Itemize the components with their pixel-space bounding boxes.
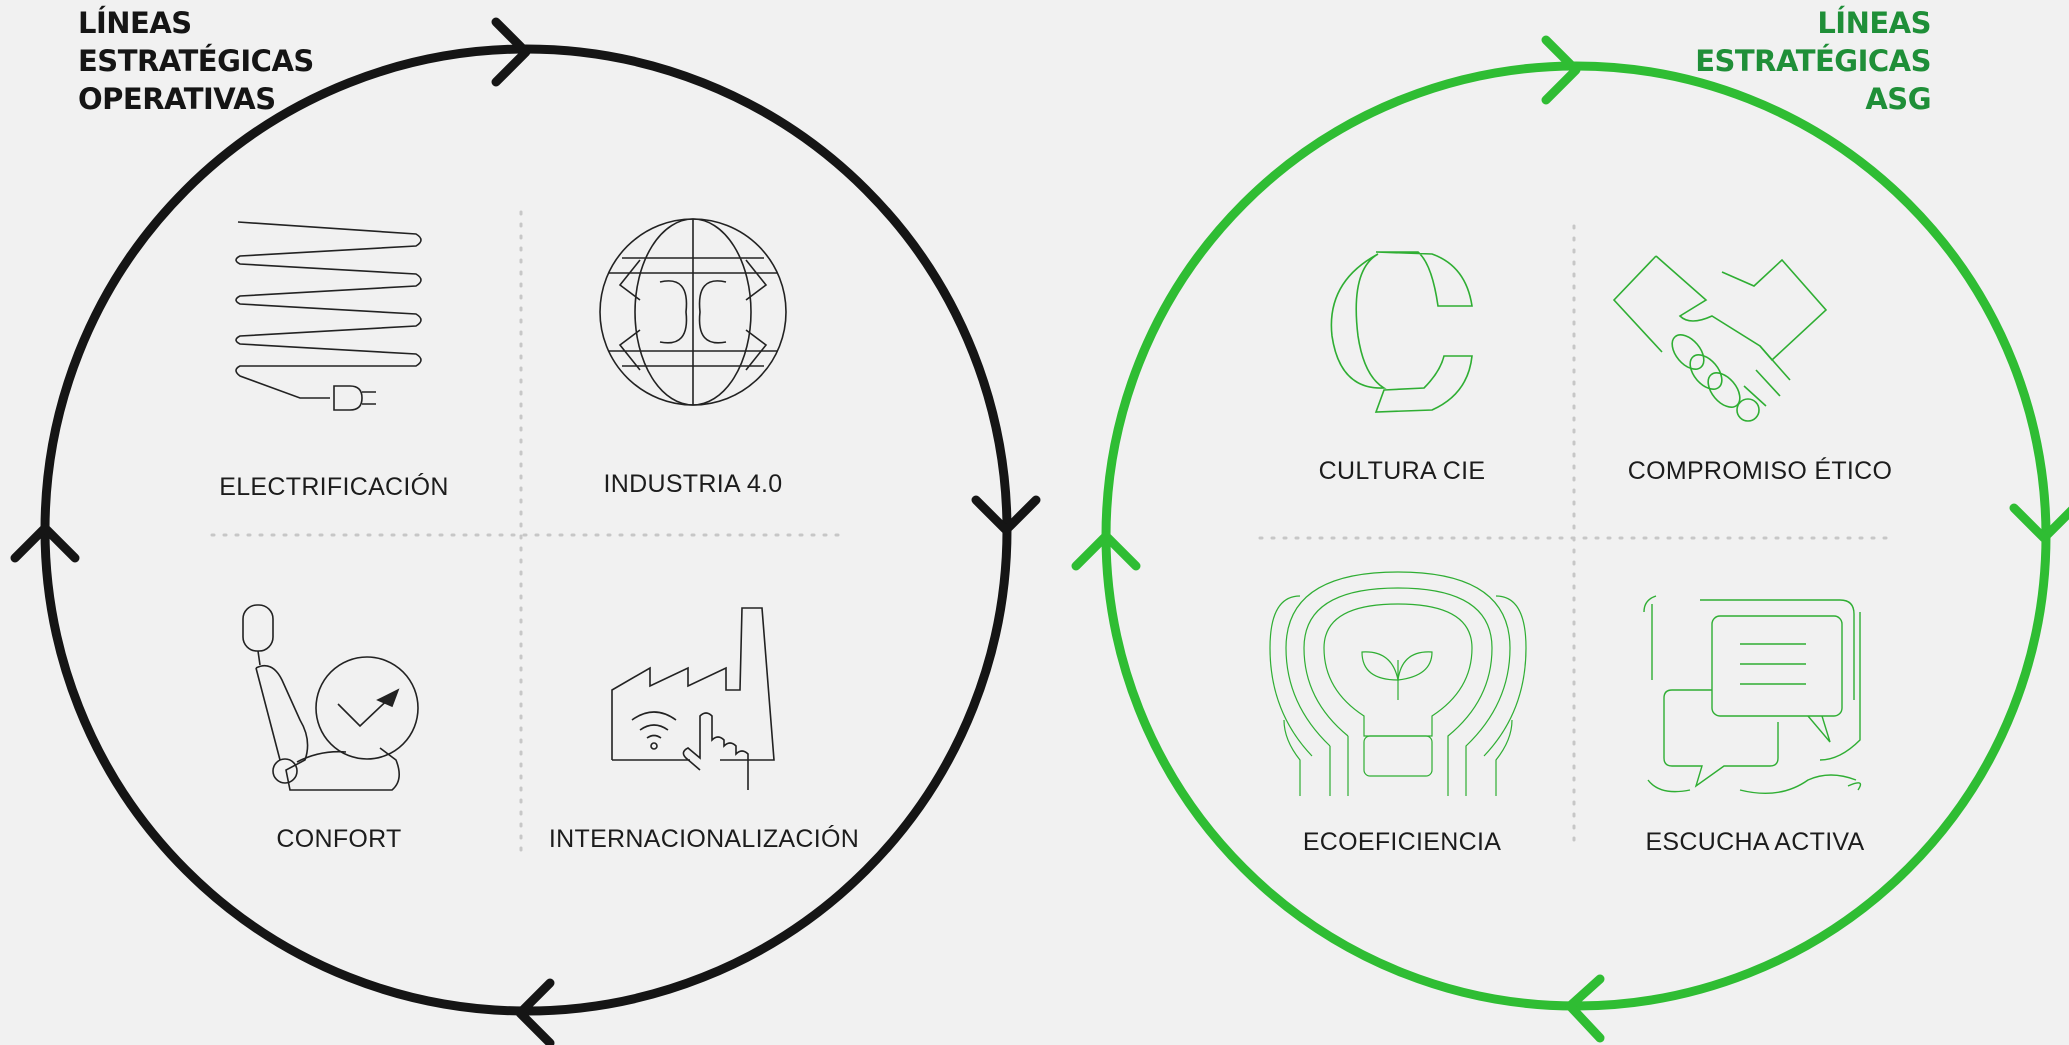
heading-line: ESTRATÉGICAS xyxy=(78,44,314,78)
arrow-bottom-right-icon xyxy=(1565,974,1605,1043)
label-internacionalizacion: INTERNACIONALIZACIÓN xyxy=(548,825,860,853)
heating-coil-plug-icon xyxy=(235,221,422,411)
heading-line: OPERATIVAS xyxy=(78,82,276,116)
heading-line: ESTRATÉGICAS xyxy=(1695,44,1931,78)
right-cycle xyxy=(1071,35,2069,1043)
cie-logo-icon xyxy=(1330,251,1473,413)
car-seat-check-icon xyxy=(242,604,419,791)
left-dividers xyxy=(210,210,847,852)
right-dividers xyxy=(1258,224,1894,848)
chat-bubbles-icon xyxy=(1643,595,1862,795)
label-electrificacion: ELECTRIFICACIÓN xyxy=(219,473,449,501)
factory-touch-wifi-icon xyxy=(611,607,775,790)
heading-line: LÍNEAS xyxy=(1817,6,1931,40)
arrow-top-left-icon xyxy=(491,17,531,87)
arrow-right-left-icon xyxy=(971,495,1041,535)
arrow-bottom-left-icon xyxy=(515,978,555,1045)
heading-line: ASG xyxy=(1865,82,1931,116)
label-confort: CONFORT xyxy=(276,825,402,853)
label-ecoeficiencia: ECOEFICIENCIA xyxy=(1302,828,1502,856)
handshake-icon xyxy=(1612,255,1828,422)
label-industria: INDUSTRIA 4.0 xyxy=(603,470,783,498)
heading-asg: LÍNEAS ESTRATÉGICAS ASG xyxy=(1695,4,1931,118)
right-cycle-ring xyxy=(1101,61,2051,1011)
arrow-left-right-icon xyxy=(1071,531,1141,571)
lightbulb-plant-icon xyxy=(1269,571,1527,796)
globe-logo-icon xyxy=(599,218,787,406)
heading-operativas: LÍNEAS ESTRATÉGICAS OPERATIVAS xyxy=(78,4,314,118)
arrow-right-right-icon xyxy=(2009,503,2069,543)
label-compromiso-etico: COMPROMISO ÉTICO xyxy=(1627,457,1893,485)
left-cycle-ring xyxy=(40,44,1012,1016)
left-cycle xyxy=(10,17,1041,1045)
arrow-left-left-icon xyxy=(10,523,80,563)
heading-line: LÍNEAS xyxy=(78,6,192,40)
arrow-top-right-icon xyxy=(1541,35,1581,105)
label-cultura-cie: CULTURA CIE xyxy=(1318,457,1486,485)
label-escucha-activa: ESCUCHA ACTIVA xyxy=(1645,828,1865,856)
